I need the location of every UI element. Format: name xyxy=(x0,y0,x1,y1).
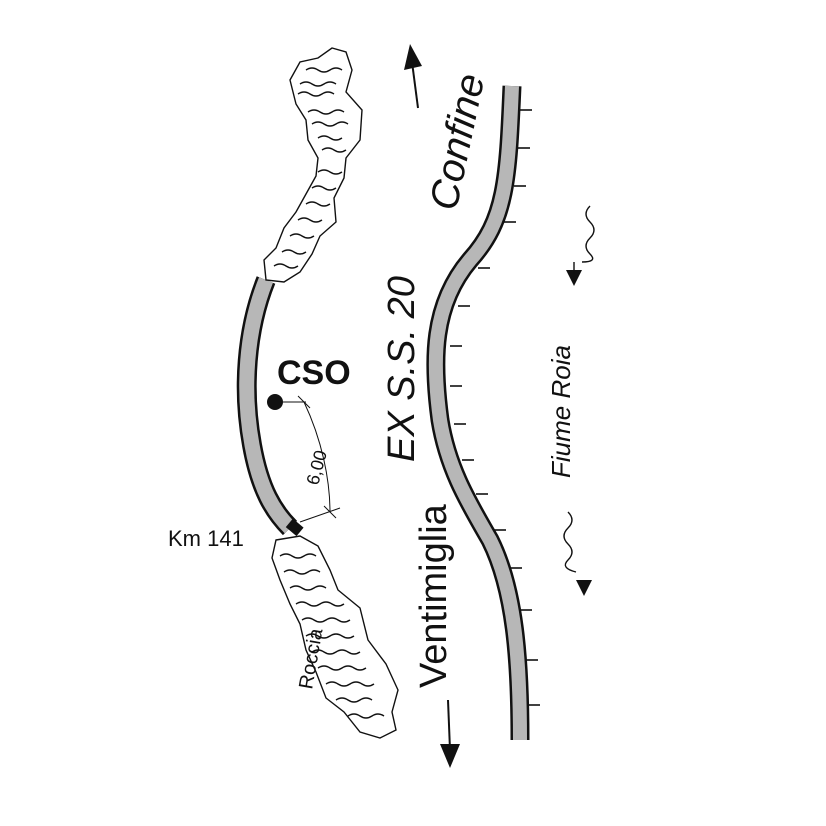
label-distance: 6,00 xyxy=(303,448,331,487)
label-rock: Roccia xyxy=(295,626,327,691)
label-cso: CSO xyxy=(277,354,351,392)
wavy-arrow-down-icon xyxy=(566,205,595,286)
label-confine: Confine xyxy=(422,70,494,214)
wavy-arrow-down-icon xyxy=(563,511,592,596)
label-km: Km 141 xyxy=(168,526,244,551)
embankment-band-fill xyxy=(428,85,527,741)
rock-outcrop-lower xyxy=(271,535,399,739)
arrow-up-icon xyxy=(404,44,422,109)
cso-point-marker xyxy=(267,394,283,410)
dimension-line xyxy=(283,395,341,523)
rock-outcrop-upper xyxy=(263,47,363,283)
label-river: Fiume Roia xyxy=(546,345,576,478)
label-road: EX S.S. 20 xyxy=(381,276,423,462)
km-marker xyxy=(285,518,304,537)
arrow-down-icon xyxy=(440,699,460,768)
label-ventimiglia: Ventimiglia xyxy=(413,503,455,688)
road-left-band-fill xyxy=(239,277,296,534)
embankment-ticks xyxy=(450,109,540,706)
